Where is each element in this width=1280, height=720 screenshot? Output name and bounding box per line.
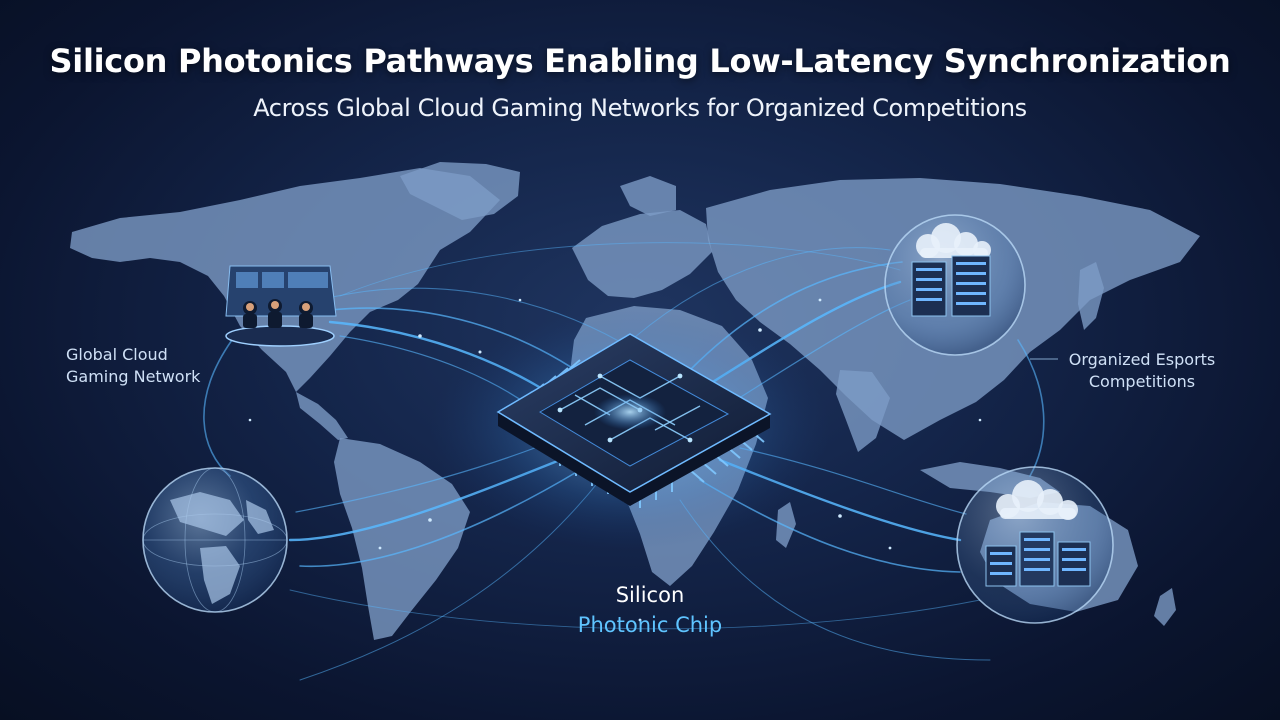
esports-label: Organized Esports Competitions	[1062, 349, 1222, 393]
continent-japan	[1078, 262, 1104, 330]
globe-icon	[142, 467, 288, 613]
continent-south-america	[334, 438, 470, 640]
continent-central-america	[296, 392, 348, 440]
datacenter-bubble-oceania	[956, 466, 1114, 624]
esports-label-line2: Competitions	[1088, 372, 1196, 391]
server-rack-icon	[985, 531, 1091, 587]
pathway-datacenter-loop	[1017, 339, 1045, 477]
chip-label: Silicon Photonic Chip	[540, 580, 760, 640]
pathway-network-globe-loop	[203, 339, 233, 477]
esports-label-line1: Organized Esports	[1068, 350, 1216, 369]
pathway-long-arc-top	[339, 242, 901, 297]
cloud-icon	[996, 480, 1078, 520]
chip-label-line2: Photonic Chip	[577, 613, 723, 637]
continent-greenland	[400, 162, 520, 220]
continent-europe	[572, 210, 712, 298]
continent-scandinavia	[620, 176, 676, 216]
server-rack-icon	[911, 255, 991, 317]
chip-label-line1: Silicon	[615, 583, 685, 607]
page-subtitle: Across Global Cloud Gaming Networks for …	[253, 94, 1027, 122]
continent-india	[836, 370, 890, 452]
network-label-line2: Gaming Network	[66, 367, 201, 386]
gamer-team-icon	[225, 265, 337, 347]
continent-madagascar	[776, 502, 796, 548]
pathway-chip-datacenter-b-4	[679, 499, 991, 661]
pathway-long-arc-bottom	[289, 589, 981, 630]
photonic-chip-icon	[496, 333, 772, 508]
continent-new-zealand	[1154, 588, 1176, 626]
page-title: Silicon Photonics Pathways Enabling Low-…	[49, 42, 1231, 80]
network-label-line1: Global Cloud	[66, 345, 168, 364]
network-label: Global Cloud Gaming Network	[66, 344, 200, 388]
datacenter-bubble-asia	[884, 214, 1026, 356]
